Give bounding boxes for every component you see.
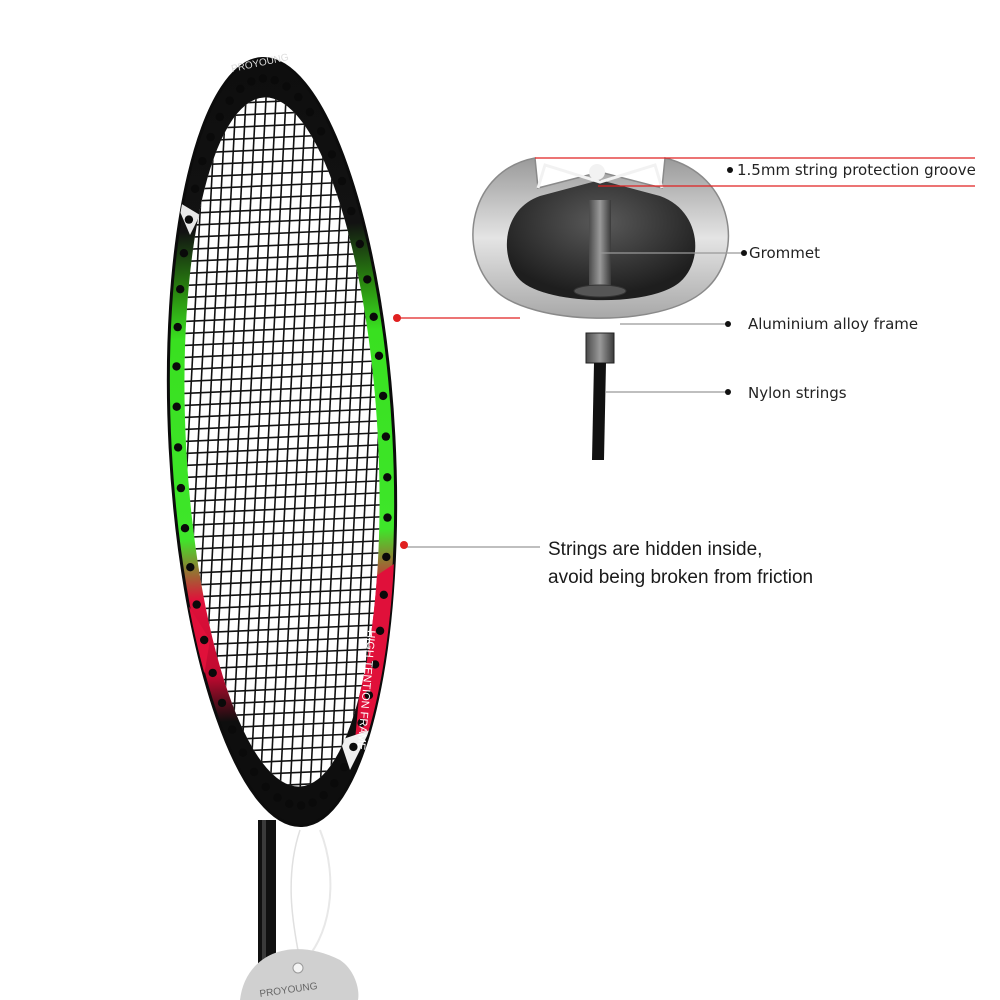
grommet-hole: [330, 779, 339, 788]
grommet-hole: [316, 127, 326, 136]
grommet-hole: [273, 793, 282, 802]
grommet-hole: [364, 691, 374, 700]
grommet-hole: [200, 635, 209, 645]
grommet-hole: [173, 322, 182, 332]
grommet-hole: [349, 742, 358, 752]
grommet-hole: [173, 443, 183, 452]
grommet-hole: [198, 157, 207, 166]
grommet-hole: [208, 668, 217, 678]
grommet-hole: [383, 513, 392, 522]
hang-tag: PROYOUNG: [240, 829, 359, 1000]
hidden-strings-line1: Strings are hidden inside,: [548, 539, 763, 560]
grommet-hole: [374, 351, 384, 360]
cross-string: [169, 371, 396, 383]
grommet-hole: [190, 184, 200, 193]
cross-string: [169, 431, 396, 443]
grommet-hole: [186, 563, 195, 572]
grommet-hole: [249, 767, 259, 777]
cross-string: [169, 299, 396, 311]
grommet-hole: [176, 483, 186, 493]
hidden-strings-line2: avoid being broken from friction: [548, 567, 814, 588]
grommet-hole: [375, 626, 385, 635]
grommet-hole: [347, 206, 356, 216]
frame-label: Aluminium alloy frame: [748, 315, 919, 333]
grommet-holes: [172, 74, 392, 810]
cross-string: [169, 503, 396, 515]
cross-string: [169, 443, 396, 455]
grommet-hole: [355, 239, 364, 249]
main-string: [287, 92, 329, 792]
grommet-hole: [319, 791, 328, 800]
grommet-hole: [382, 552, 391, 562]
main-string: [237, 92, 279, 792]
grommet-hole: [370, 660, 380, 669]
cross-string: [169, 419, 396, 431]
grommet-hole: [206, 132, 215, 142]
cross-string: [169, 335, 396, 347]
grommet-hole: [327, 150, 337, 159]
grommet-hole: [215, 112, 224, 122]
cross-string: [169, 311, 396, 323]
cross-string: [169, 347, 396, 359]
cross-string: [169, 599, 396, 611]
cross-string: [169, 407, 396, 419]
frame-cross-section: [472, 157, 730, 460]
callout-dots: [393, 167, 747, 549]
grommet-hole: [217, 698, 227, 708]
grommet-hole: [261, 782, 270, 792]
cross-string: [169, 539, 396, 551]
cross-string: [169, 563, 396, 575]
grommet-hole: [305, 107, 315, 117]
grommet-hole: [225, 96, 234, 105]
grommet-hole: [180, 524, 190, 533]
grommet-hole: [369, 312, 378, 321]
cross-string: [169, 527, 396, 539]
grommet-hole: [184, 215, 194, 224]
main-string: [227, 92, 269, 792]
groove-label: 1.5mm string protection groove: [737, 161, 976, 179]
grommet-hole: [192, 600, 201, 609]
grommet-label: Grommet: [749, 244, 820, 262]
main-string: [297, 92, 339, 792]
cross-string: [169, 587, 396, 599]
cross-string: [169, 359, 396, 371]
grommet-hole: [238, 748, 248, 757]
grommet-hole: [172, 362, 181, 371]
grommet-hole: [247, 77, 256, 86]
cross-string: [169, 515, 396, 527]
grommet-hole: [236, 84, 245, 94]
grommet-hole: [282, 82, 291, 91]
grommet-hole: [285, 799, 294, 808]
grommet-hole: [381, 432, 391, 441]
cross-string: [169, 551, 396, 563]
cross-string: [169, 575, 396, 587]
grommet-hole: [294, 92, 303, 102]
grommet-hole: [308, 798, 317, 807]
cross-string: [169, 491, 396, 503]
grommet-hole: [357, 718, 366, 727]
grommet-hole: [379, 590, 388, 599]
grommet-hole: [363, 275, 372, 284]
grommet-hole: [179, 249, 189, 258]
cross-string: [169, 455, 396, 467]
grommet-hole: [383, 473, 392, 482]
strings-label: Nylon strings: [748, 384, 847, 402]
grommet-hole: [378, 391, 388, 401]
grommet-hole: [296, 801, 306, 810]
grommet-hole: [258, 74, 268, 83]
cross-string: [169, 479, 396, 491]
cross-string: [169, 395, 396, 407]
cross-string: [169, 383, 396, 395]
grommet-hole: [337, 176, 347, 186]
grommet-hole: [172, 402, 181, 411]
cross-string: [169, 323, 396, 335]
grommet-hole: [340, 762, 349, 772]
grommet-hole: [176, 285, 185, 294]
callout-lines: [398, 157, 975, 548]
grommet-hole: [270, 76, 279, 85]
cross-string: [169, 467, 396, 479]
grommet-hole: [227, 725, 237, 734]
